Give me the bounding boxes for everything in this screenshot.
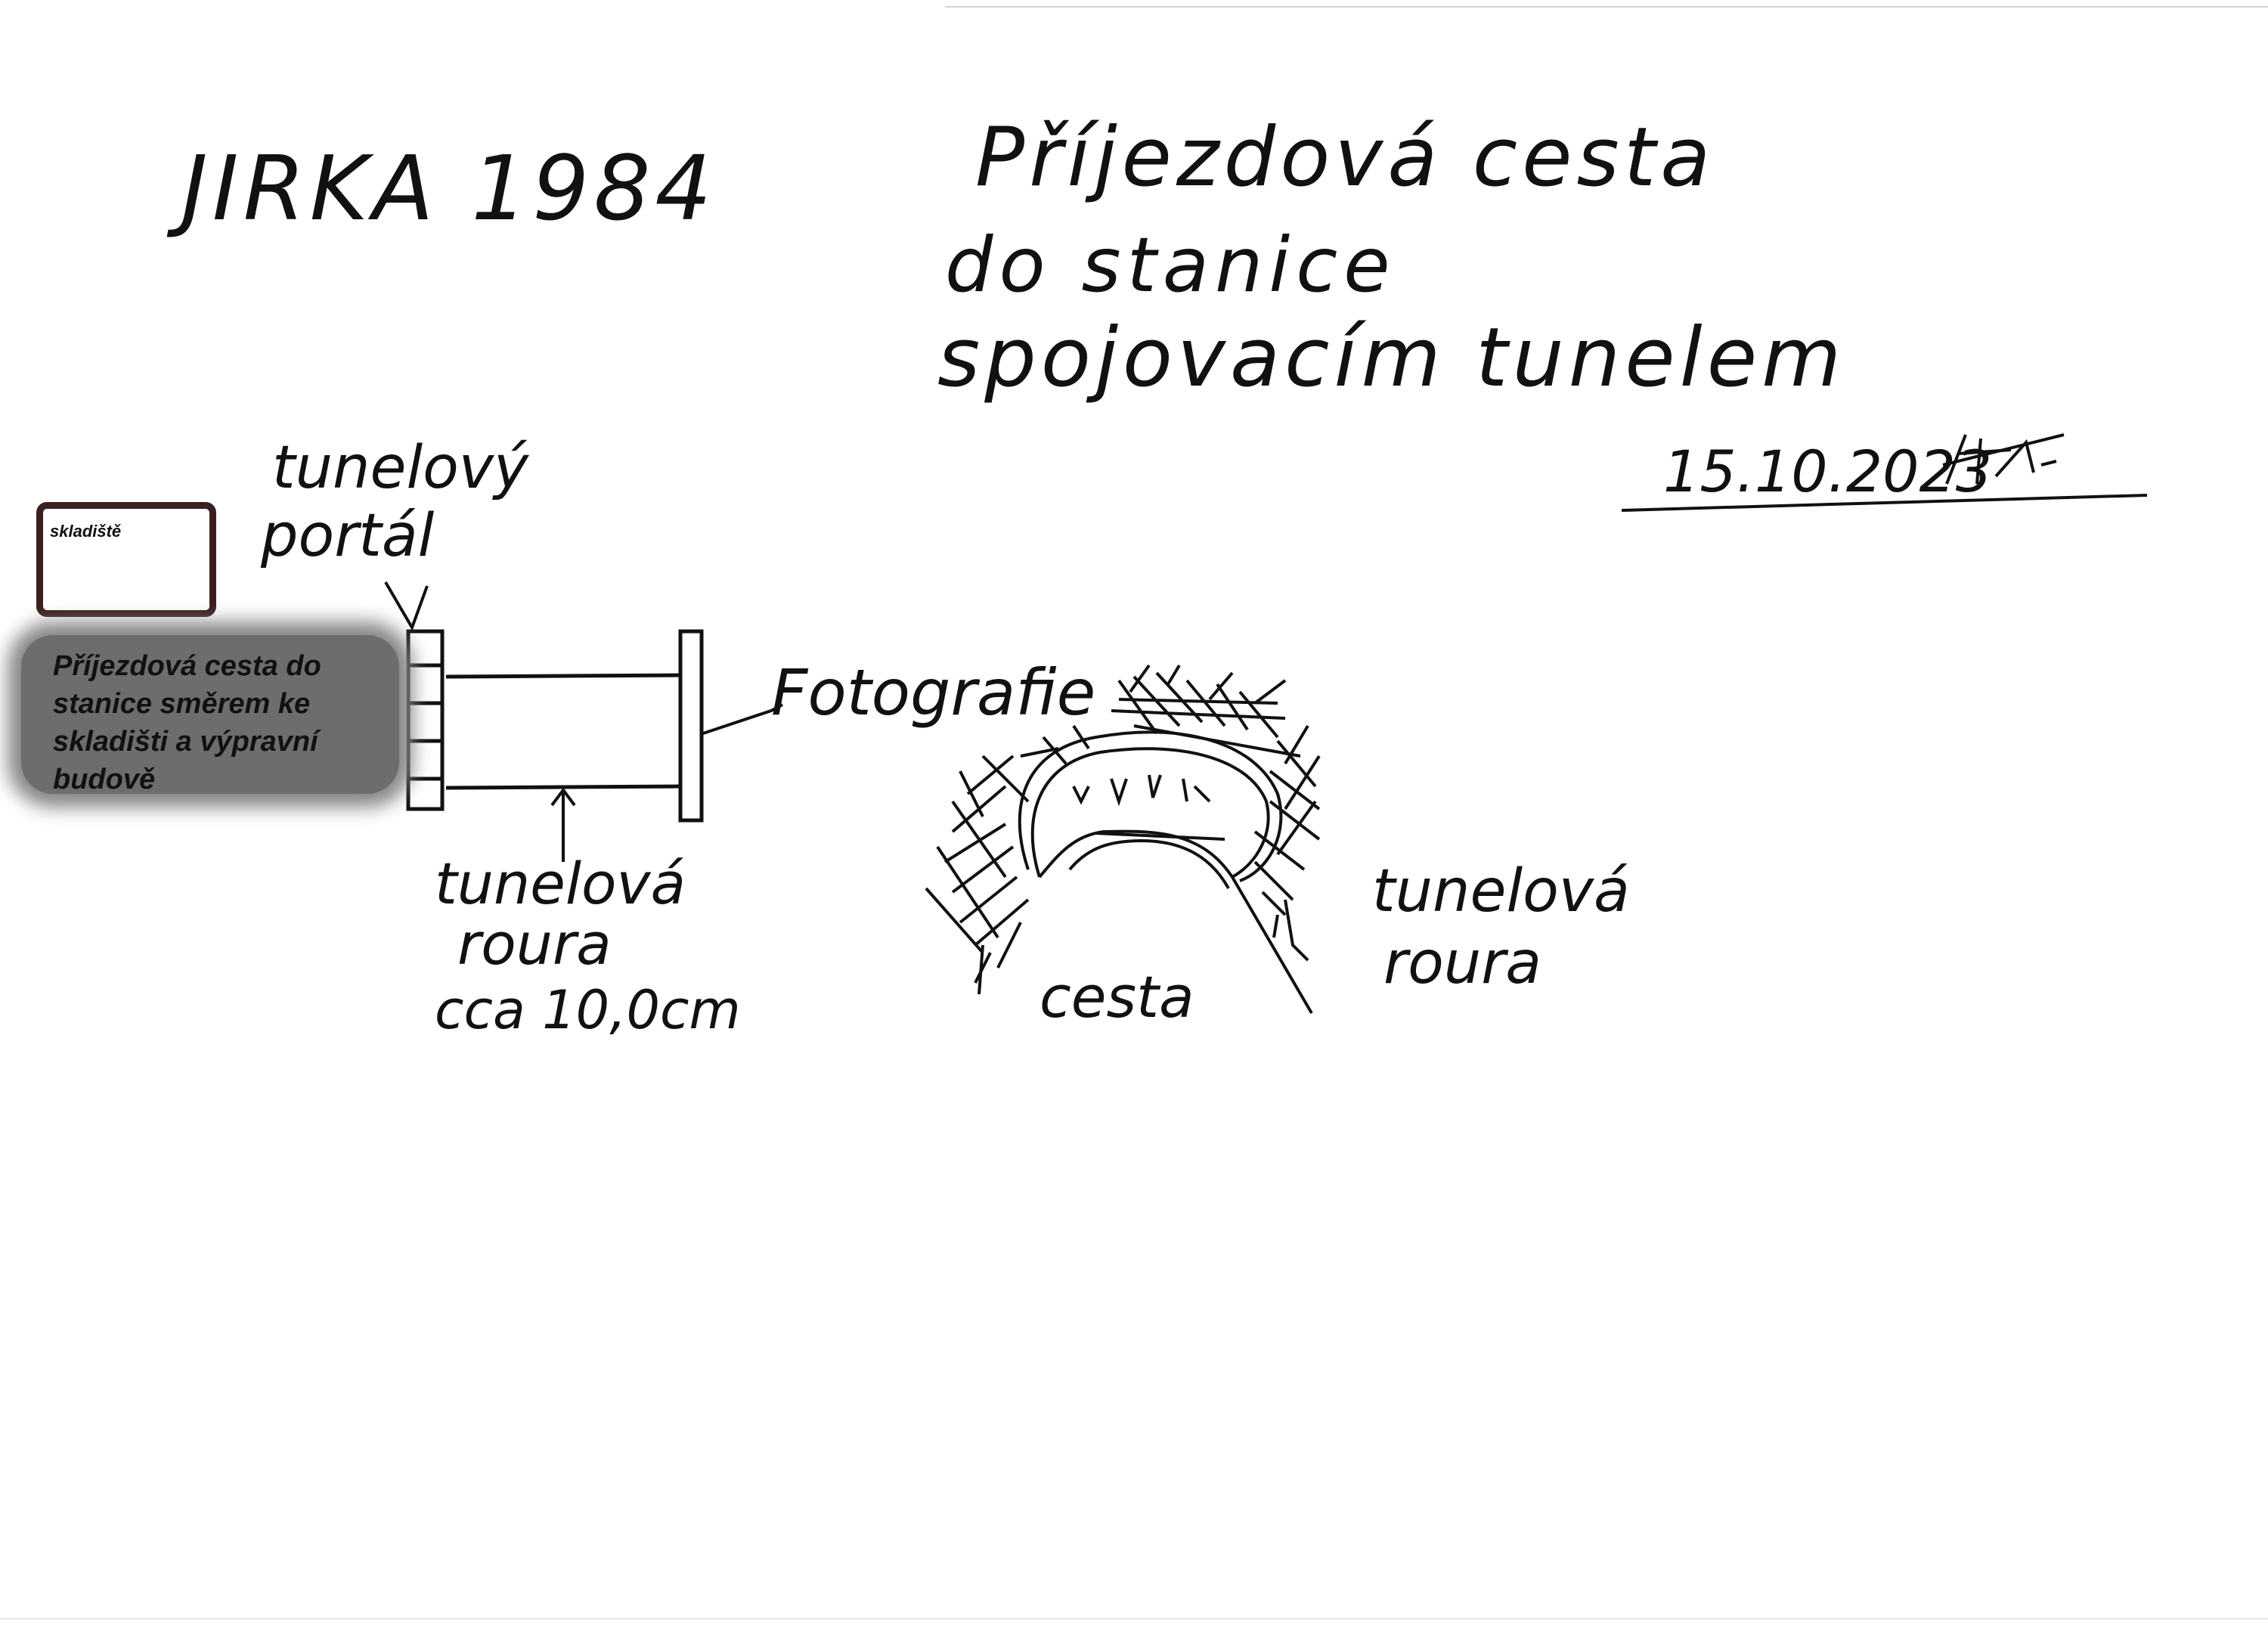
right-pipe-label-line-2: roura — [1383, 929, 1541, 997]
scan-edge-top — [945, 6, 2268, 8]
road-label: cesta — [1040, 963, 1194, 1031]
scan-edge-bottom — [0, 1618, 2268, 1620]
portal-label-line-1: tunelový — [272, 434, 530, 502]
photo-pointer — [702, 703, 783, 735]
title-line-3: spojovacím tunelem — [937, 311, 1845, 405]
date-text: 15.10.2023 — [1663, 438, 1992, 505]
note-text: Příjezdová cesta do stanice směrem ke sk… — [53, 650, 321, 795]
author-year-text: JIRKA 1984 — [166, 136, 717, 240]
pipe-label-line-2: roura — [457, 910, 612, 978]
portal-arrow — [384, 581, 429, 631]
pipe-length-arrow — [550, 787, 576, 862]
date-underline — [1621, 494, 2148, 512]
portal-label-line-2: portál — [260, 502, 435, 570]
tunnel-pipe — [445, 673, 681, 790]
title-line-2: do stanice — [945, 221, 1396, 309]
tunnel-portal-right — [678, 629, 704, 823]
pipe-label-line-3: cca 10,0cm — [435, 979, 741, 1041]
storage-box — [36, 502, 216, 617]
crossed-signature — [1942, 433, 2065, 485]
storage-label: skladiště — [50, 522, 122, 541]
title-line-1: Příjezdová cesta — [975, 110, 1715, 205]
note-background — [21, 635, 399, 794]
photo-label: Fotografie — [771, 656, 1095, 730]
tunnel-portal-left — [406, 629, 445, 811]
tunnel-mouth-sketch — [925, 664, 1321, 1015]
right-pipe-label-line-1: tunelová — [1372, 857, 1630, 925]
pipe-label-line-1: tunelová — [435, 850, 686, 917]
